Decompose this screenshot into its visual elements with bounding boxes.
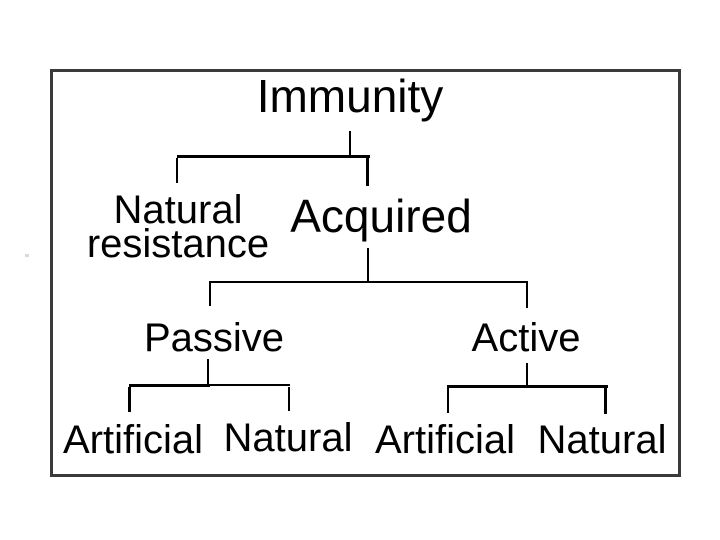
node-passive-artificial: Artificial [62, 418, 204, 462]
node-passive: Passive [143, 316, 285, 360]
edge-acquired-drop [366, 155, 369, 186]
edge-passive-drop [209, 283, 211, 306]
edge-active-stem [526, 363, 528, 387]
edge-acquired-stem [367, 248, 369, 283]
immunity-tree-frame [50, 69, 681, 477]
node-acquired: Acquired [290, 190, 472, 242]
node-active: Active [471, 316, 581, 360]
edge-immunity-stem [349, 131, 351, 157]
edge-passive-natural-drop [288, 387, 290, 411]
stray-mark [25, 254, 29, 257]
edge-passive-artificial-drop [128, 387, 131, 412]
edge-active-drop [526, 283, 528, 308]
edge-passive-horizontal-right [210, 384, 290, 386]
edge-active-natural-drop [604, 388, 607, 414]
edge-active-artificial-drop [447, 388, 449, 413]
edge-active-horizontal [447, 385, 608, 388]
edge-level2-horizontal [209, 281, 528, 283]
edge-passive-stem [207, 359, 209, 386]
node-immunity: Immunity [256, 70, 444, 122]
node-active-artificial: Artificial [374, 418, 516, 462]
edge-passive-horizontal-left [129, 384, 210, 387]
node-active-natural: Natural [537, 418, 667, 462]
node-passive-natural: Natural [223, 416, 353, 460]
node-natural-resistance: Natural resistance [86, 188, 270, 266]
edge-natural-resistance-drop [176, 158, 178, 183]
edge-level1-horizontal [177, 155, 370, 158]
